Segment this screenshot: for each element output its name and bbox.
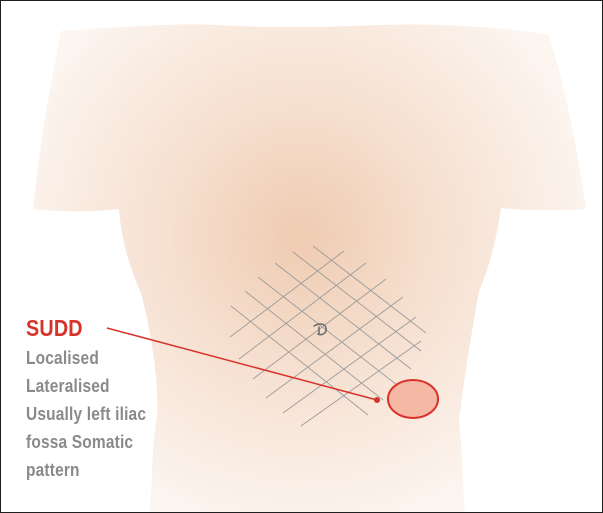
callout-line: Usually left iliac <box>26 400 146 428</box>
callout-line: Localised <box>26 344 146 372</box>
callout-label: SUDD Localised Lateralised Usually left … <box>26 315 146 484</box>
callout-title: SUDD <box>26 315 146 341</box>
callout-line: fossa Somatic <box>26 428 146 456</box>
callout-line: Lateralised <box>26 372 146 400</box>
pain-area-marker-icon <box>388 380 438 418</box>
callout-line: pattern <box>26 456 146 484</box>
callout-leader-dot <box>374 397 380 403</box>
